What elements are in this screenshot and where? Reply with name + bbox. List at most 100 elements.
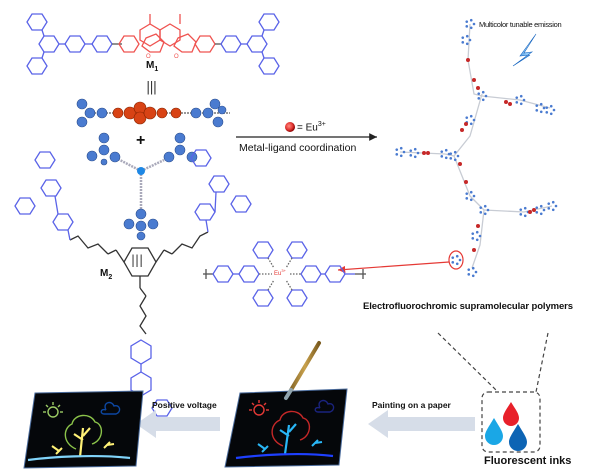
ligand-dot: [451, 256, 455, 259]
m2-structure: |||: [14, 149, 252, 417]
ligand-dot: [549, 112, 553, 116]
complex-eu-text: Eu: [274, 271, 282, 277]
inks-label: Fluorescent inks: [484, 455, 572, 467]
m1-label-subscript: 1: [154, 66, 159, 73]
ligand-dot: [440, 150, 444, 153]
emission-label: Multicolor tunable emission: [479, 20, 562, 29]
equiv-symbol-m2: |||: [131, 253, 143, 267]
ligand-dot: [402, 150, 406, 154]
m1-label: M1: [146, 60, 158, 73]
polymer-label: Electrofluorochromic supramolecular poly…: [363, 301, 573, 312]
ligand-dot: [523, 206, 527, 210]
ligand-dot: [453, 158, 457, 162]
ligand-dot: [539, 204, 543, 208]
ligand-dot: [542, 106, 546, 110]
ligand-dot: [453, 150, 457, 154]
ligand-dot: [478, 234, 482, 238]
core-dot: [528, 210, 532, 214]
ligand-dot: [469, 198, 473, 202]
eu-legend: = Eu3+: [297, 121, 326, 133]
ligand-dot: [519, 102, 523, 106]
ligand-dot: [474, 270, 478, 274]
ligand-dot: [486, 208, 490, 212]
ligand-dot: [471, 266, 475, 270]
ligand-dot: [551, 200, 555, 204]
svg-text:O: O: [174, 54, 179, 60]
ligand-dot: [413, 147, 417, 151]
ligand-dot: [465, 42, 469, 46]
ligand-dot: [484, 94, 488, 98]
ligand-dot: [413, 155, 417, 159]
paint-brush-icon: [284, 341, 321, 400]
m1-label-text: M: [146, 60, 155, 71]
core-dot: [466, 58, 470, 62]
m1-right-terpyridine: [215, 13, 280, 75]
ligand-dot: [554, 204, 558, 208]
ligand-dot: [465, 25, 469, 28]
core-dot: [464, 122, 468, 126]
m2-label-text: M: [100, 268, 109, 279]
ligand-dot: [471, 237, 475, 240]
ligand-dot: [545, 106, 549, 109]
ligand-dot: [467, 273, 471, 276]
ligand-dot: [449, 157, 453, 160]
ligand-dot: [551, 208, 555, 212]
ligand-dot: [447, 152, 451, 156]
ligand-dot: [515, 96, 519, 99]
painting-step-label: Painting on a paper: [372, 400, 451, 410]
equiv-symbol-m1: |||: [146, 80, 157, 95]
core-dot: [476, 86, 480, 90]
ligand-dot: [465, 34, 469, 38]
ligand-dot: [535, 104, 539, 107]
reaction-arrow-label: Metal-ligand coordination: [239, 142, 357, 154]
ligand-dot: [465, 197, 469, 200]
ligand-dot: [465, 20, 469, 23]
ligand-dot: [483, 212, 487, 216]
ligand-dot: [458, 258, 462, 262]
core-dot: [458, 162, 462, 166]
ligand-dot: [469, 18, 473, 22]
m2-label: M2: [100, 268, 112, 281]
ligand-dot: [472, 194, 476, 198]
ligand-dot: [456, 154, 460, 158]
complex-eu-label: Eu3+: [274, 268, 286, 277]
ligand-dot: [483, 204, 487, 208]
ligand-dot: [477, 92, 481, 95]
ligand-dot: [469, 122, 473, 126]
core-dot: [422, 151, 426, 155]
ligand-dot: [472, 22, 476, 26]
ligand-dot: [409, 154, 413, 157]
ligand-dot: [468, 38, 472, 42]
ink-callout-lines: [437, 332, 549, 453]
workflow-arrows: [136, 410, 475, 438]
ligand-dot: [455, 262, 459, 266]
voltage-result-panel: [23, 390, 144, 469]
ligand-dot: [549, 104, 553, 108]
ligand-dot: [469, 190, 473, 194]
ligand-dot: [515, 101, 519, 104]
voltage-step-label: Positive voltage: [152, 400, 217, 410]
ligand-dot: [471, 232, 475, 235]
m1-cartoon: [76, 98, 230, 128]
ligand-dot: [416, 151, 420, 155]
ligand-dot: [539, 110, 543, 114]
m2-cartoon: [86, 132, 198, 241]
ligand-dot: [519, 213, 523, 216]
ligand-dot: [519, 94, 523, 98]
ligand-dot: [395, 153, 399, 156]
ligand-dot: [479, 211, 483, 214]
ligand-dot: [539, 102, 543, 106]
core-dot: [464, 180, 468, 184]
eu-complex-structure: [203, 241, 366, 307]
ligand-dot: [399, 146, 403, 150]
ligand-dot: [451, 261, 455, 264]
ligand-dot: [535, 109, 539, 112]
ligand-dot: [469, 26, 473, 30]
ligand-dot: [461, 36, 465, 39]
svg-text:O: O: [146, 54, 151, 60]
ligand-dot: [395, 148, 399, 151]
red-ink-drop-icon: [503, 402, 519, 426]
plus-sign: +: [136, 132, 146, 149]
polymer-network: [395, 18, 558, 278]
